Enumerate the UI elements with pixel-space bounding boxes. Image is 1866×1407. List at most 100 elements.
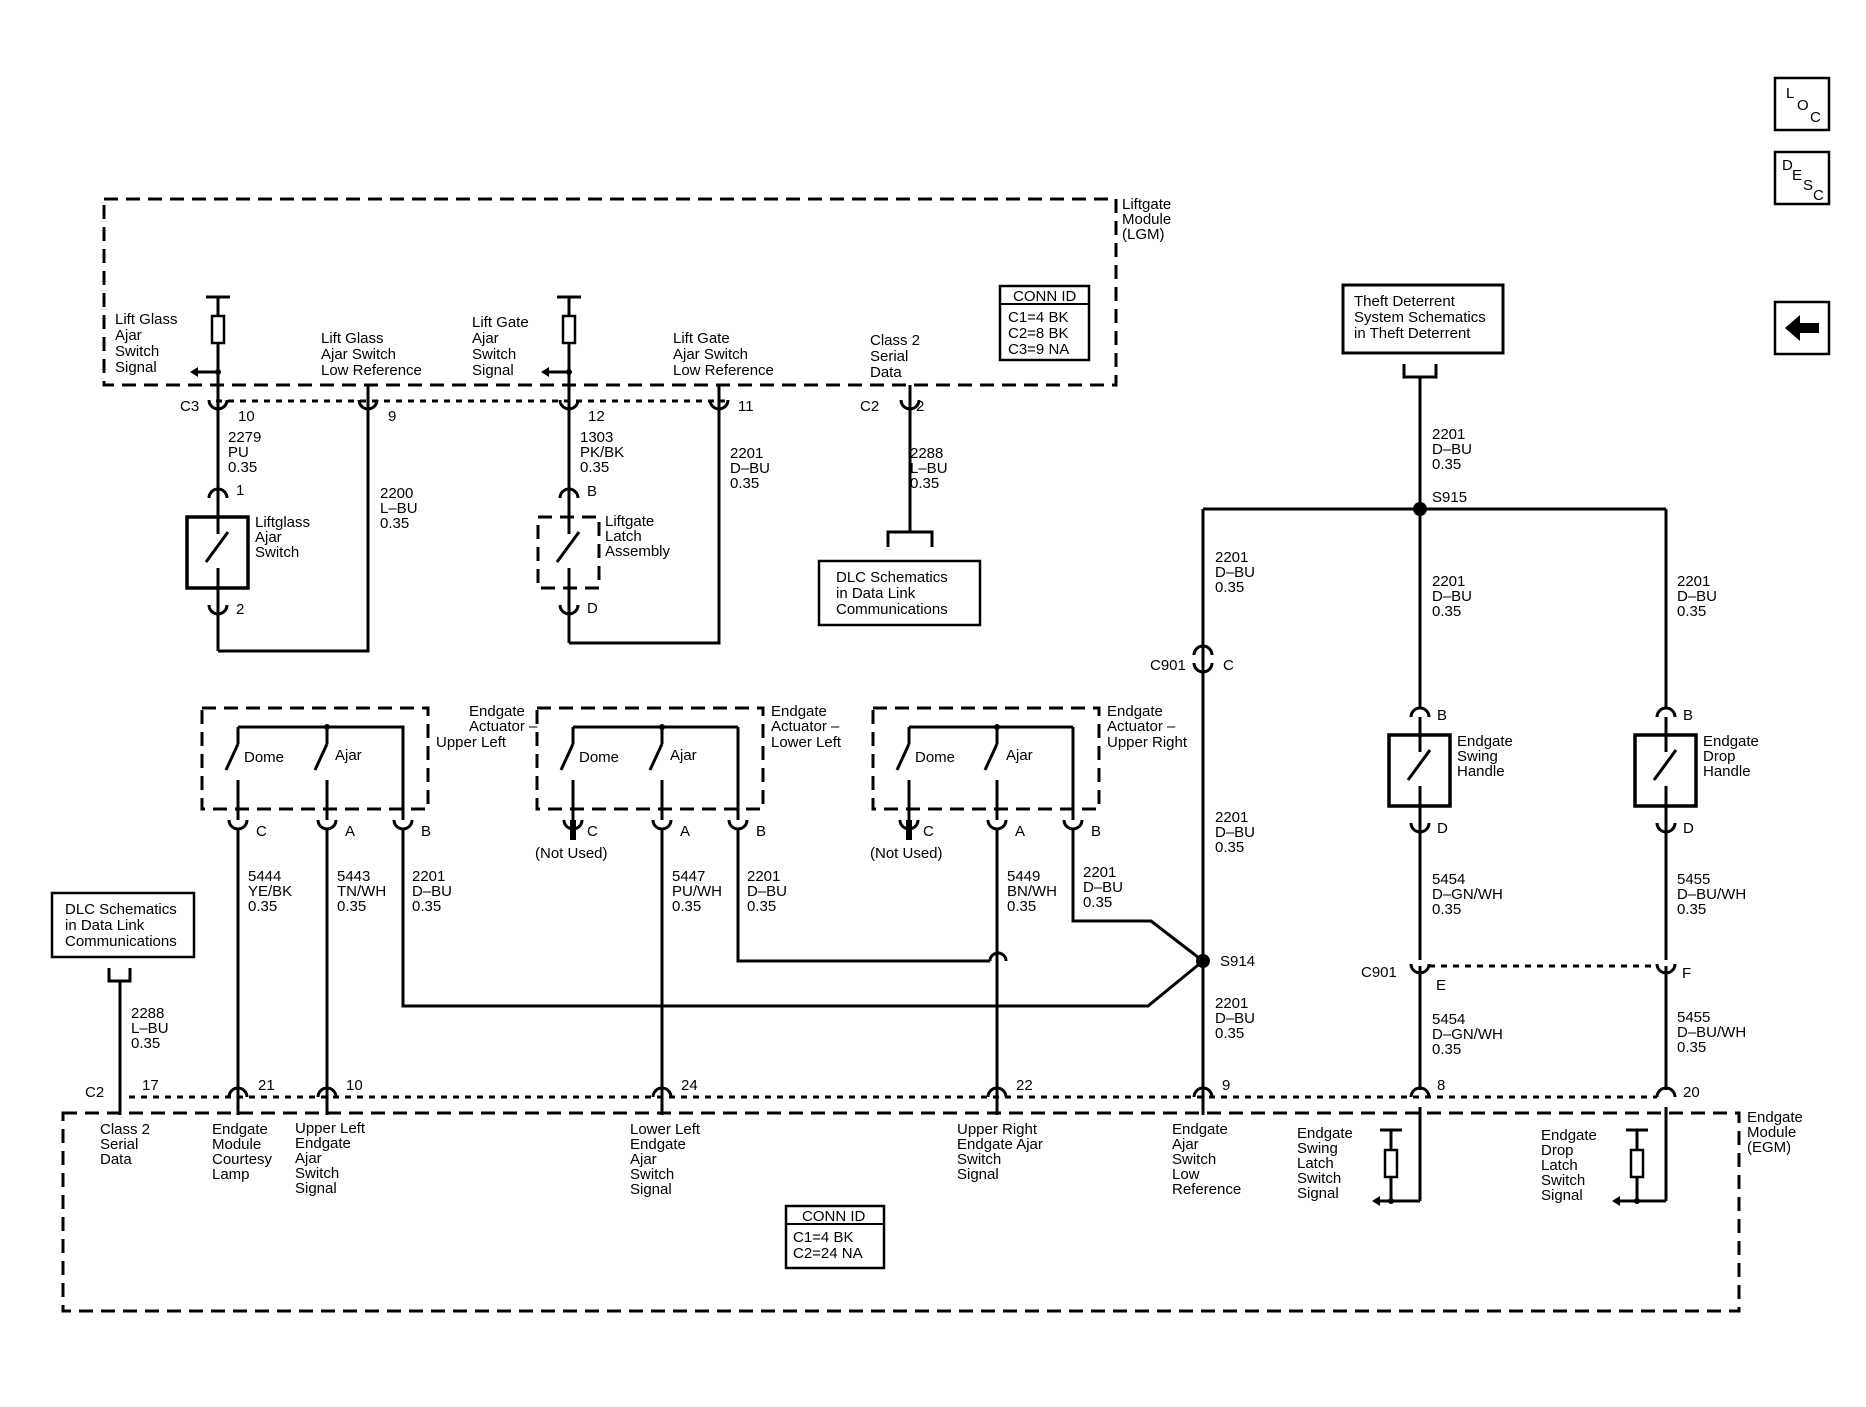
egm-sig-courtesy-3: Courtesy [212, 1151, 273, 1168]
egm-conn-id-title: CONN ID [802, 1208, 866, 1225]
theft-wire-gauge: 0.35 [1432, 456, 1461, 473]
swing-pin-b: B [1437, 707, 1447, 724]
swing-label-1: Endgate [1457, 733, 1513, 750]
theft-connector [1402, 364, 1438, 379]
c901-ef-label: C901 [1361, 964, 1397, 981]
dlc-top-link[interactable]: DLC Schematics in Data Link Communicatio… [817, 559, 982, 627]
lgm-conn-id-line-2: C2=8 BK [1008, 325, 1068, 342]
swing-wire1-gauge: 0.35 [1432, 901, 1461, 918]
theft-deterrent-link[interactable]: Theft Deterrent System Schematics in The… [1341, 283, 1505, 355]
branch-right-num: 2201 [1677, 573, 1710, 590]
egm-sig-swing-5: Signal [1297, 1185, 1339, 1202]
back-button[interactable] [1773, 300, 1831, 356]
swing-wire2-gauge: 0.35 [1432, 1041, 1461, 1058]
actuator-upper-right [871, 706, 1101, 840]
egm-signal-upper-right: Upper Right Endgate Ajar Switch Signal [957, 1121, 1043, 1183]
act-ul-pin-c: C [256, 823, 267, 840]
drop-label-3: Handle [1703, 763, 1751, 780]
egm-conn-id-line-2: C2=24 NA [793, 1245, 863, 1262]
dlc-left-wire-gauge: 0.35 [131, 1035, 160, 1052]
egm-title-3: (EGM) [1747, 1139, 1791, 1156]
egm-sig-drop-1: Endgate [1541, 1127, 1597, 1144]
lgm-class2-1: Class 2 [870, 332, 920, 349]
lift-gate-ajar-signal-1: Lift Gate [472, 314, 529, 331]
actuator-lower-left [535, 706, 765, 840]
egm-sig-courtesy-4: Lamp [212, 1166, 250, 1183]
egm-pin-20: 20 [1683, 1084, 1700, 1101]
drop-wire1-num: 5455 [1677, 871, 1710, 888]
wire-2201a-gauge: 0.35 [730, 475, 759, 492]
act-ul-pin-a: A [345, 823, 355, 840]
branch-right-color: D–BU [1677, 588, 1717, 605]
liftglass-label-1: Liftglass [255, 514, 310, 531]
egm-sig-lowref-4: Low [1172, 1166, 1200, 1183]
w5449-num: 5449 [1007, 868, 1040, 885]
wire-2279-color: PU [228, 444, 249, 461]
drop-wire2-gauge: 0.35 [1677, 1039, 1706, 1056]
act-ul-title-1: Endgate [469, 703, 525, 720]
egm-swing-pullup-resistor [1372, 1107, 1422, 1206]
dlc-left-line-3: Communications [65, 933, 177, 950]
branch-right-gauge: 0.35 [1677, 603, 1706, 620]
c901-f-pin: F [1682, 965, 1691, 982]
actuator-wires [236, 829, 1204, 1090]
desc-button[interactable]: D E S C [1773, 150, 1831, 206]
wire-1303-gauge: 0.35 [580, 459, 609, 476]
lgm-c3-label: C3 [180, 398, 199, 415]
w2201-ur-num: 2201 [1083, 864, 1116, 881]
w5444-num: 5444 [248, 868, 281, 885]
dlc-left-line-1: DLC Schematics [65, 901, 177, 918]
w2201-ll-gauge: 0.35 [747, 898, 776, 915]
c901-pin-c [1192, 644, 1214, 674]
w5443-color: TN/WH [337, 883, 386, 900]
swing-wire1-num: 5454 [1432, 871, 1465, 888]
dlc-top-line-3: Communications [836, 601, 948, 618]
s915-label: S915 [1432, 489, 1467, 506]
egm-sig-ll-4: Switch [630, 1166, 674, 1183]
w5447-color: PU/WH [672, 883, 722, 900]
egm-signal-class2: Class 2 Serial Data [100, 1121, 150, 1168]
dlc-left-link[interactable]: DLC Schematics in Data Link Communicatio… [50, 891, 196, 959]
swing-label-3: Handle [1457, 763, 1505, 780]
wire-2200-color: L–BU [380, 500, 418, 517]
branch-mid-gauge: 0.35 [1432, 603, 1461, 620]
branch-left-gauge: 0.35 [1215, 579, 1244, 596]
lgm-title-2: Module [1122, 211, 1171, 228]
act-ur-pin-a: A [1015, 823, 1025, 840]
act-ll-ajar: Ajar [670, 747, 697, 764]
lgm-class2-2: Serial [870, 348, 908, 365]
desc-letter-e: E [1792, 167, 1802, 184]
egm-signal-swing-latch: Endgate Swing Latch Switch Signal [1297, 1125, 1353, 1202]
act-ur-pin-b: B [1091, 823, 1101, 840]
act-ll-pin-b: B [756, 823, 766, 840]
drop-pin-d: D [1683, 820, 1694, 837]
lift-gate-ajar-signal-3: Switch [472, 346, 516, 363]
egm-sig-ur-1: Upper Right [957, 1121, 1038, 1138]
c901-c-pin: C [1223, 657, 1234, 674]
branch-left-color: D–BU [1215, 564, 1255, 581]
egm-sig-ll-3: Ajar [630, 1151, 657, 1168]
drop-label-1: Endgate [1703, 733, 1759, 750]
lgm-title-1: Liftgate [1122, 196, 1171, 213]
egm-sig-drop-3: Latch [1541, 1157, 1578, 1174]
drop-wire2-color: D–BU/WH [1677, 1024, 1746, 1041]
theft-wire-color: D–BU [1432, 441, 1472, 458]
egm-title-2: Module [1747, 1124, 1796, 1141]
dlc-left-connector [107, 968, 132, 983]
lift-glass-low-ref-3: Low Reference [321, 362, 422, 379]
liftgate-pin-d: D [587, 600, 598, 617]
egm-pin-terminals [118, 1086, 1677, 1115]
swing-wire2-num: 5454 [1432, 1011, 1465, 1028]
endgate-swing-handle-switch [1387, 706, 1452, 960]
loc-button[interactable]: L O C [1773, 76, 1831, 132]
w5443-num: 5443 [337, 868, 370, 885]
egm-sig-drop-2: Drop [1541, 1142, 1574, 1159]
dlc-left-wire-color: L–BU [131, 1020, 169, 1037]
act-ur-pin-c: C [923, 823, 934, 840]
w2201-ur-gauge: 0.35 [1083, 894, 1112, 911]
lift-gate-low-ref-1: Lift Gate [673, 330, 730, 347]
egm-sig-ul-3: Ajar [295, 1150, 322, 1167]
lift-gate-low-ref-3: Low Reference [673, 362, 774, 379]
wire-2288-num: 2288 [910, 445, 943, 462]
